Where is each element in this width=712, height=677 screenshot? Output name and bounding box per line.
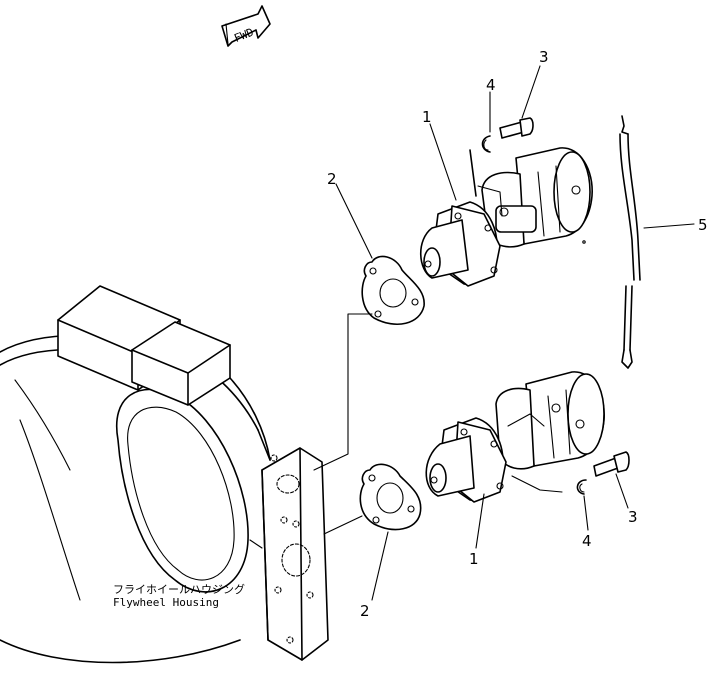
housing-label-jp: フライホイールハウジング (113, 582, 245, 596)
gasket-upper (361, 255, 425, 326)
callout-gasket-upper: 2 (327, 170, 337, 188)
callout-starter-upper: 1 (422, 108, 432, 126)
fwd-arrow-icon: FWD (221, 5, 271, 47)
callout-bolt-lower: 3 (628, 508, 638, 526)
starter-motor-upper (420, 147, 593, 287)
bolt-lower-icon (593, 451, 630, 477)
starter-motor-lower (425, 371, 605, 503)
leader-lines (313, 65, 695, 601)
callout-bolt-upper: 3 (539, 48, 549, 66)
callout-washer-lower: 4 (582, 532, 592, 550)
gasket-lower (359, 463, 422, 531)
callout-gasket-lower: 2 (360, 602, 370, 620)
flywheel-housing (0, 285, 329, 664)
callout-washer-upper: 4 (486, 76, 496, 94)
callout-starter-lower: 1 (469, 550, 479, 568)
ground-cable (619, 115, 641, 369)
washer-upper-icon (481, 135, 491, 153)
bolt-upper-icon (499, 117, 534, 139)
washer-lower-icon (576, 479, 587, 495)
callout-cable: 5 (698, 216, 708, 234)
housing-label-en: Flywheel Housing (113, 596, 219, 609)
